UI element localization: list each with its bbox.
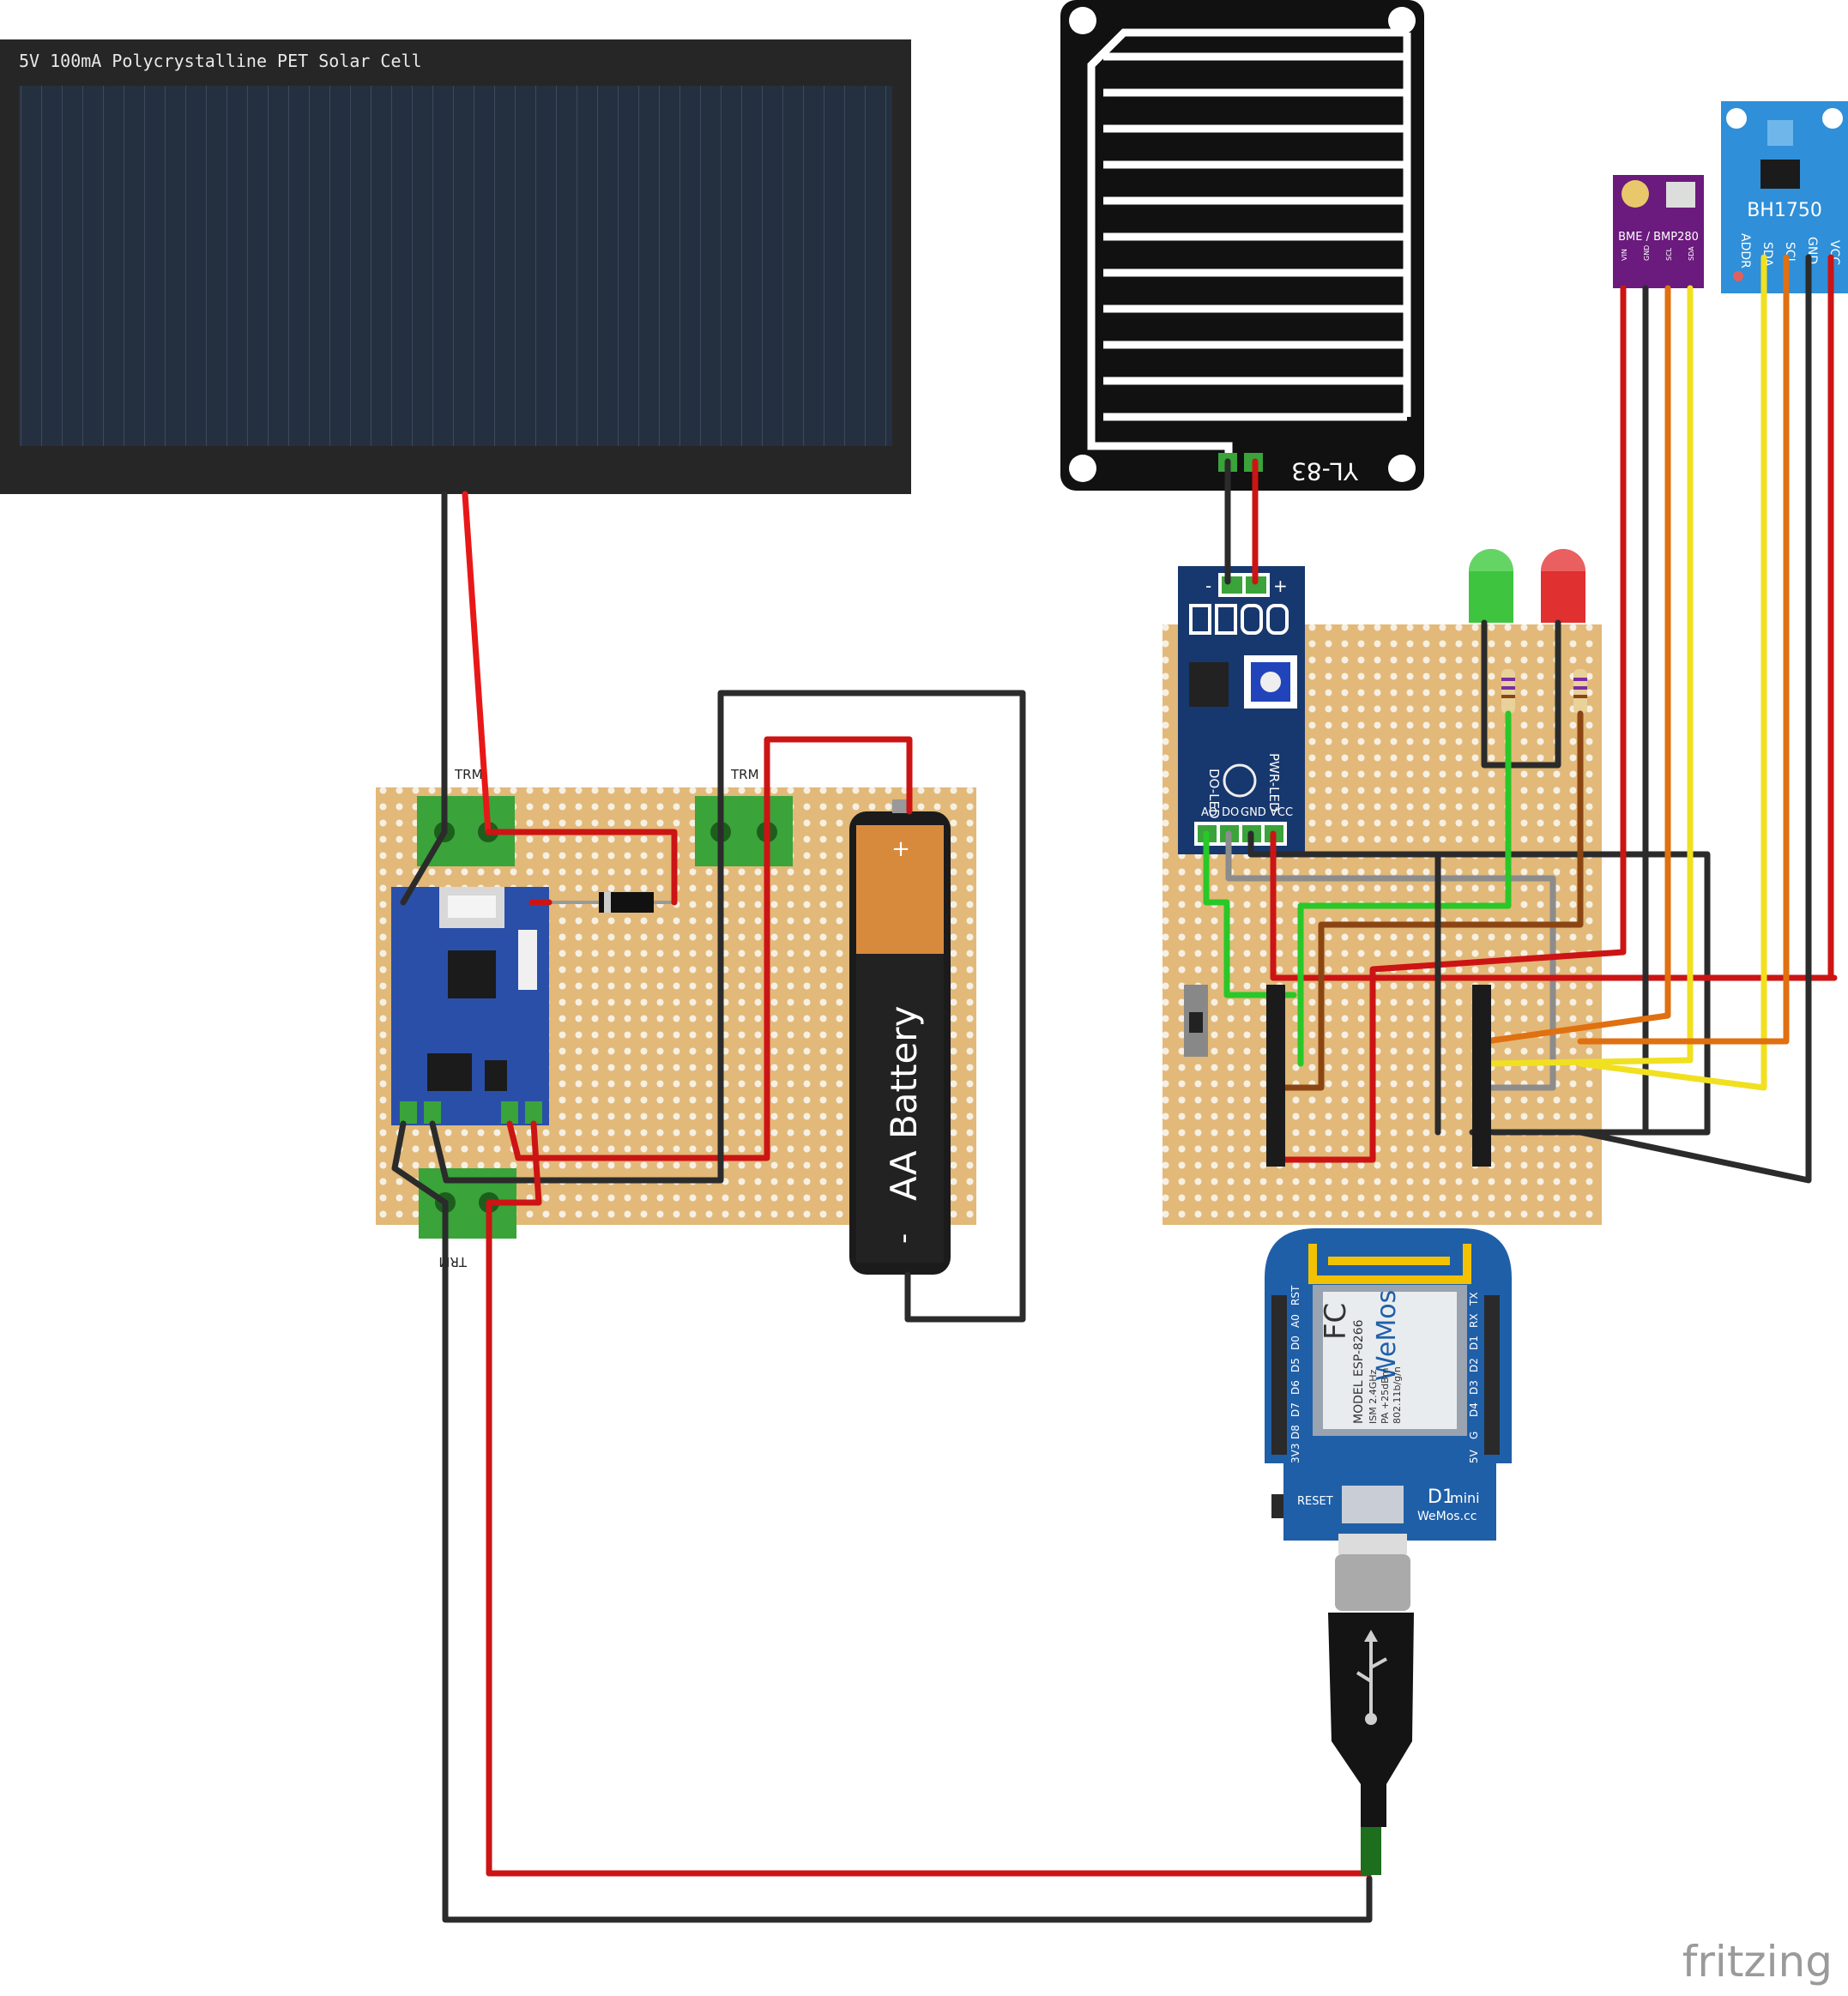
rain-module: - + DO-LED PWR-LED AO DO GND VCC <box>1178 566 1305 854</box>
d1-pin-d2: D2 <box>1468 1358 1480 1372</box>
rain-sensor-plate: YL-83 <box>1060 0 1424 491</box>
bme280-sensor: BME / BMP280 VIN GND SCL SDA <box>1613 175 1704 288</box>
wires <box>391 254 1838 1923</box>
d1-pin-d0: D0 <box>1289 1336 1301 1350</box>
d1-spec-2: PA +25dBm <box>1380 1368 1391 1424</box>
resistor-1 <box>1501 669 1515 714</box>
d1-reset-label: RESET <box>1297 1495 1333 1508</box>
d1-left-pins <box>1271 1295 1287 1455</box>
d1-pin-5v: 5V <box>1468 1449 1480 1463</box>
d1-pin-tx: TX <box>1468 1292 1480 1306</box>
bme280-label: BME / BMP280 <box>1618 231 1699 244</box>
d1-mini-board: WeMos MODEL ESP-8266 ISM 2.4GHz PA +25dB… <box>1265 1228 1512 1541</box>
bh1750-label: BH1750 <box>1747 200 1822 221</box>
charger-module <box>391 887 549 1125</box>
rain-pin-ao: AO <box>1201 806 1217 819</box>
pin-header-right <box>1472 985 1491 1167</box>
usb-cable <box>1328 1534 1414 1875</box>
bh-pin-addr: ADDR <box>1738 233 1752 268</box>
d1-right-pins <box>1484 1295 1500 1455</box>
rain-sensor-label: YL-83 <box>1291 457 1359 485</box>
d1-pin-d6: D6 <box>1289 1380 1301 1395</box>
green-led <box>1469 549 1513 623</box>
red-led <box>1541 549 1585 623</box>
battery-minus: - <box>886 1233 921 1244</box>
d1-pin-d7: D7 <box>1289 1402 1301 1417</box>
do-led-label: DO-LED <box>1206 769 1222 819</box>
d1-pin-g: G <box>1468 1432 1480 1439</box>
d1-pin-d3: D3 <box>1468 1380 1480 1395</box>
d1-pin-d5: D5 <box>1289 1358 1301 1372</box>
bme-pin-sda: SDA <box>1688 246 1695 261</box>
reset-button <box>1271 1494 1283 1518</box>
d1-pin-d4: D4 <box>1468 1402 1480 1417</box>
d1-spec-1: ISM 2.4GHz <box>1368 1369 1379 1424</box>
d1-pin-d8: D8 <box>1289 1425 1301 1439</box>
d1-pin-rst: RST <box>1289 1285 1301 1306</box>
d1-pin-d1: D1 <box>1468 1336 1480 1350</box>
pwr-led-label: PWR-LED <box>1266 753 1282 812</box>
d1-pin-3v3: 3V3 <box>1289 1444 1301 1463</box>
terminal-block-battery: TRM <box>695 767 793 866</box>
d1-spec-3: 802.11b/g/n <box>1392 1366 1403 1424</box>
d1-model: MODEL ESP-8266 <box>1352 1319 1366 1424</box>
resistor-2 <box>1573 669 1587 714</box>
rain-pin-gnd: GND <box>1241 806 1266 819</box>
d1-name-sub: mini <box>1450 1490 1480 1506</box>
rain-module-minus: - <box>1205 576 1211 596</box>
pin-header-left <box>1266 985 1285 1167</box>
battery-label: AA Battery <box>883 1006 925 1201</box>
d1-pin-rx: RX <box>1468 1313 1480 1328</box>
d1-fcc: FC <box>1319 1303 1353 1340</box>
aa-battery: + AA Battery - <box>849 799 951 1275</box>
terminal-label-1: TRM <box>454 767 483 782</box>
rain-module-plus: + <box>1273 576 1288 596</box>
d1-site: WeMos.cc <box>1417 1510 1477 1523</box>
slide-switch <box>1184 985 1208 1057</box>
terminal-label-2: TRM <box>730 767 759 782</box>
rain-pin-do: DO <box>1222 806 1239 819</box>
rain-pin-vcc: VCC <box>1270 806 1293 819</box>
d1-brand: WeMos <box>1372 1290 1402 1381</box>
solar-panel: 5V 100mA Polycrystalline PET Solar Cell <box>0 39 911 494</box>
bme-pin-gnd: GND <box>1643 245 1651 261</box>
d1-name-main: D1 <box>1428 1486 1454 1508</box>
bme-pin-scl: SCL <box>1665 247 1673 261</box>
bme-pin-vin: VIN <box>1621 249 1628 261</box>
d1-pin-a0: A0 <box>1289 1314 1301 1328</box>
terminal-block-output: TRM <box>419 1168 516 1269</box>
solar-panel-label: 5V 100mA Polycrystalline PET Solar Cell <box>19 51 422 71</box>
diode <box>549 892 674 913</box>
fritzing-watermark: fritzing <box>1682 1937 1833 1987</box>
battery-plus: + <box>891 836 910 862</box>
